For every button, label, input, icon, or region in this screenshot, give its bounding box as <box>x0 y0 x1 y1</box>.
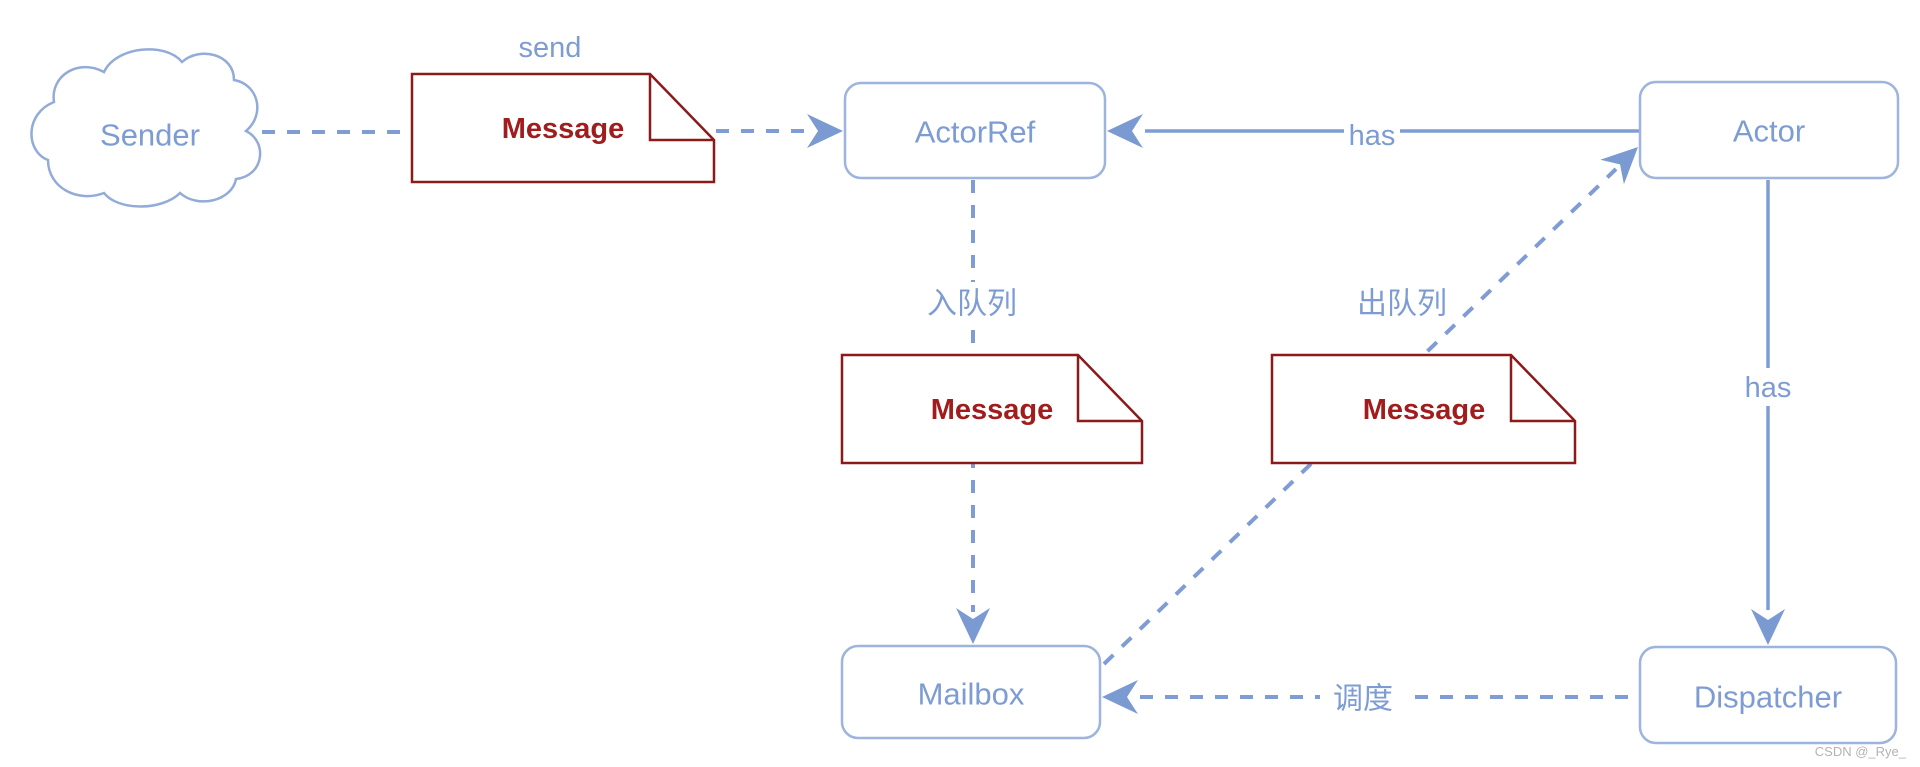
dispatcher-label: Dispatcher <box>1694 680 1842 715</box>
enqueue-label-bg <box>919 282 1025 326</box>
message-note-dequeue <box>1270 353 1577 465</box>
has-vertical-label: has <box>1745 372 1792 404</box>
has-horizontal-label: has <box>1349 120 1396 152</box>
sender-label: Sender <box>100 118 200 153</box>
dequeue-edge-label: 出队列 <box>1357 288 1447 321</box>
message-enqueue-label: Message <box>931 394 1054 426</box>
mailbox-box <box>840 644 1102 740</box>
actor-label: Actor <box>1733 114 1805 149</box>
enqueue-edge-label: 入队列 <box>927 288 1017 321</box>
message-send-label: Message <box>502 113 625 145</box>
arrowhead-into-mailbox-right-icon <box>1102 680 1138 714</box>
watermark: CSDN @_Rye_ <box>1815 744 1907 759</box>
actorref-box <box>843 81 1107 180</box>
message-dequeue-label: Message <box>1363 394 1486 426</box>
arrowhead-into-actorref-right-icon <box>1107 114 1143 148</box>
dispatcher-box <box>1638 645 1898 745</box>
sender-cloud <box>30 48 262 208</box>
message-note-enqueue <box>840 353 1144 465</box>
has-horizontal-label-bg <box>1344 116 1400 154</box>
has-vertical-label-bg <box>1740 368 1796 406</box>
message-note-send <box>410 72 716 184</box>
actorref-label: ActorRef <box>915 115 1036 150</box>
mailbox-label: Mailbox <box>918 677 1025 712</box>
arrowhead-into-actor-left-icon <box>1600 147 1638 185</box>
dispatch-edge-label: 调度 <box>1333 683 1393 716</box>
dispatch-label-bg <box>1320 676 1406 720</box>
actor-box <box>1638 80 1900 180</box>
arrowhead-into-actorref-left-icon <box>807 114 843 148</box>
send-edge-label: send <box>519 32 582 64</box>
arrowhead-into-mailbox-top-icon <box>956 608 990 644</box>
arrowhead-into-dispatcher-top-icon <box>1751 609 1785 645</box>
